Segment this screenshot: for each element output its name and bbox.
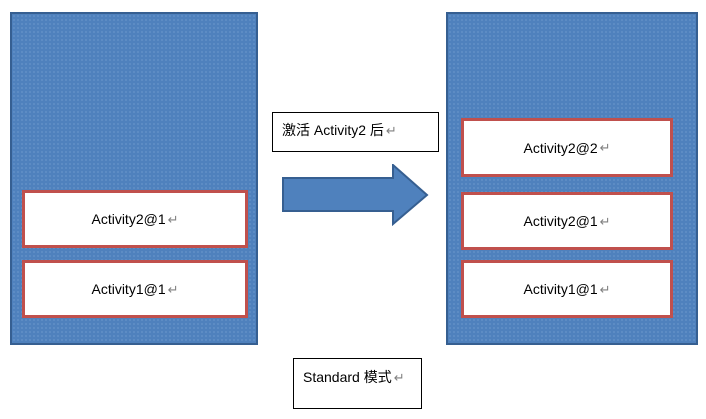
- activity-box-after-bottom: Activity1@1↵: [461, 260, 673, 318]
- activity-label: Activity1@1: [91, 281, 166, 297]
- paragraph-return-mark: ↵: [167, 281, 179, 297]
- paragraph-return-mark: ↵: [599, 281, 611, 297]
- paragraph-return-mark: ↵: [599, 140, 611, 155]
- mode-label-box: Standard 模式↵: [293, 358, 422, 409]
- paragraph-return-mark: ↵: [385, 123, 397, 138]
- activity-box-after-middle: Activity2@1↵: [461, 192, 673, 250]
- activity-box-before-bottom: Activity1@1↵: [22, 260, 248, 318]
- transition-label: 激活 Activity2 后: [282, 122, 384, 138]
- right-arrow: [281, 162, 429, 227]
- activity-label: Activity2@2: [523, 139, 598, 156]
- activity-label: Activity2@1: [523, 213, 598, 229]
- right-arrow-icon: [282, 162, 429, 227]
- activity-box-after-top: Activity2@2↵: [461, 118, 673, 177]
- paragraph-return-mark: ↵: [393, 370, 405, 385]
- paragraph-return-mark: ↵: [599, 213, 611, 229]
- activity-label: Activity2@1: [91, 211, 166, 227]
- transition-label-box: 激活 Activity2 后↵: [272, 112, 439, 152]
- mode-label: Standard 模式: [303, 369, 392, 385]
- activity-label: Activity1@1: [523, 281, 598, 297]
- activity-box-before-top: Activity2@1↵: [22, 190, 248, 248]
- paragraph-return-mark: ↵: [167, 211, 179, 227]
